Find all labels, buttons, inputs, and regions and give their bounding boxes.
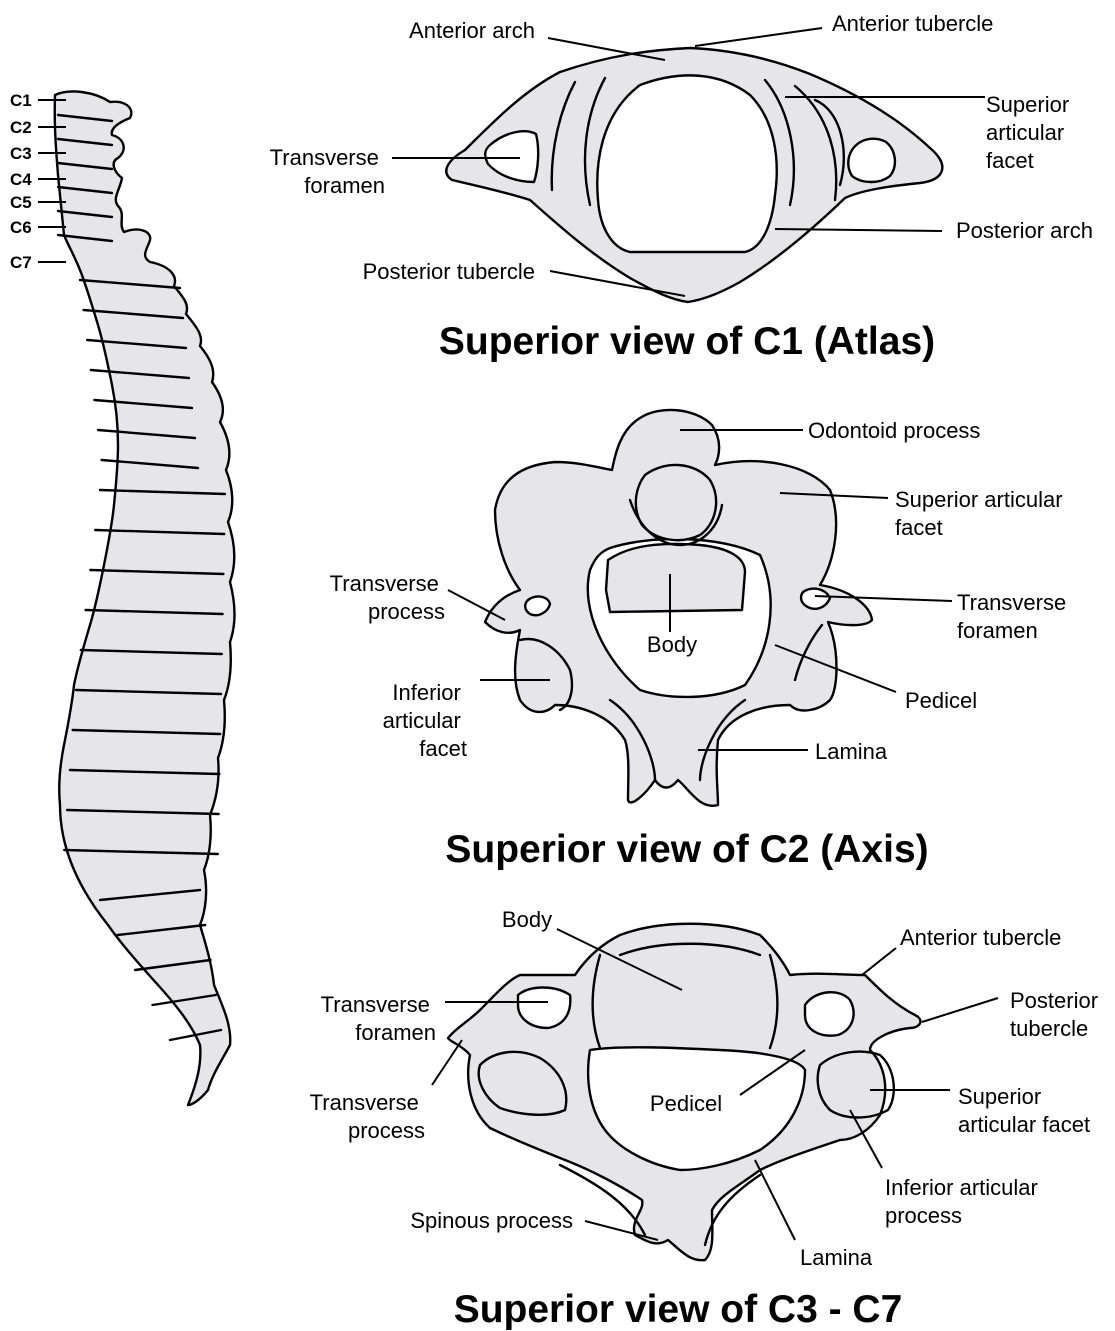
atlas-vertebral-foramen — [597, 75, 776, 252]
vertebra-label-c6: C6 — [10, 218, 32, 237]
vertebra-label-c2: C2 — [10, 118, 32, 137]
label-typical-transverse-process: Transverse process — [310, 1090, 425, 1143]
label-axis-body: Body — [647, 632, 697, 657]
label-axis-inferior-articular-facet: Inferior articular facet — [383, 680, 467, 761]
label-axis-superior-articular-facet: Superior articular facet — [895, 487, 1069, 540]
label-typical-lamina: Lamina — [800, 1245, 873, 1270]
label-typical-transverse-foramen: Transverse foramen — [321, 992, 436, 1045]
axis-title: Superior view of C2 (Axis) — [445, 828, 928, 871]
label-typical-pedicel: Pedicel — [650, 1091, 722, 1116]
label-atlas-posterior-arch: Posterior arch — [956, 218, 1093, 243]
label-atlas-anterior-tubercle: Anterior tubercle — [832, 11, 993, 36]
label-typical-spinous-process: Spinous process — [410, 1208, 573, 1233]
label-atlas-superior-articular-facet: Superior articular facet — [986, 92, 1075, 173]
typical-transverse-foramen-left — [518, 988, 570, 1029]
label-atlas-anterior-arch: Anterior arch — [409, 18, 535, 43]
label-atlas-posterior-tubercle: Posterior tubercle — [363, 259, 535, 284]
label-axis-lamina: Lamina — [815, 739, 888, 764]
vertebra-label-c1: C1 — [10, 91, 32, 110]
vertebra-label-c3: C3 — [10, 144, 32, 163]
label-typical-inferior-articular-process: Inferior articular process — [885, 1175, 1044, 1228]
label-typical-posterior-tubercle: Posterior tubercle — [1010, 988, 1104, 1041]
label-axis-pedicel: Pedicel — [905, 688, 977, 713]
vertebra-label-c4: C4 — [10, 170, 32, 189]
label-typical-body: Body — [502, 907, 552, 932]
spinal-column — [55, 91, 235, 1105]
typical-transverse-foramen-right — [805, 992, 854, 1035]
label-typical-superior-articular-facet: Superior articular facet — [958, 1084, 1090, 1137]
label-typical-anterior-tubercle: Anterior tubercle — [900, 925, 1061, 950]
spine-outline — [55, 91, 235, 1105]
atlas-title: Superior view of C1 (Atlas) — [439, 320, 935, 363]
label-atlas-transverse-foramen: Transverse foramen — [270, 145, 385, 198]
axis-transverse-foramen-right — [801, 589, 830, 609]
atlas-transverse-foramen-right — [848, 139, 895, 182]
axis-body — [606, 544, 745, 612]
label-axis-odontoid-process: Odontoid process — [808, 418, 980, 443]
vertebra-label-c7: C7 — [10, 253, 32, 272]
label-axis-transverse-foramen: Transverse foramen — [957, 590, 1072, 643]
axis-drawing — [485, 410, 872, 806]
label-axis-transverse-process: Transverse process — [330, 571, 445, 624]
vertebra-label-c5: C5 — [10, 193, 32, 212]
typical-title: Superior view of C3 - C7 — [454, 1288, 903, 1331]
